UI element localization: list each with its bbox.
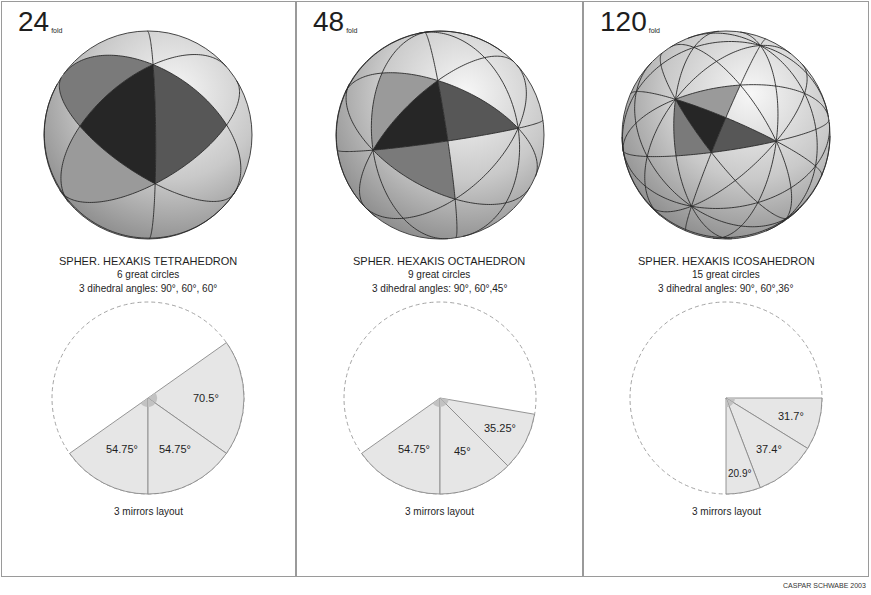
great-circle — [635, 62, 799, 227]
sector-fill — [148, 398, 226, 494]
panel: 24foldSPHER. HEXAKIS TETRAHEDRON 6 great … — [1, 1, 296, 577]
great-circle — [337, 120, 543, 152]
center-mark — [440, 398, 446, 407]
polyhedron-title: SPHER. HEXAKIS ICOSAHEDRON — [638, 256, 815, 267]
great-circle — [660, 53, 789, 219]
great-circle — [623, 85, 828, 152]
great-circle — [345, 73, 537, 177]
great-circle — [713, 32, 778, 238]
sphere — [622, 31, 830, 239]
great-circle — [371, 31, 448, 238]
sector-fill — [440, 398, 508, 494]
center-mark — [726, 398, 729, 407]
sector-shape — [52, 302, 244, 494]
angle-label: 45° — [453, 445, 472, 458]
fundamental-triangle — [373, 141, 455, 199]
great-circle — [336, 31, 502, 217]
angle-sector: 20.9° — [630, 302, 822, 494]
center-mark — [141, 398, 148, 407]
great-circle — [630, 92, 821, 176]
great-circle — [59, 77, 234, 201]
sector-fill — [70, 398, 148, 494]
great-circle — [645, 45, 791, 215]
fold-number: 48 — [313, 8, 344, 36]
great-circle — [64, 55, 241, 194]
great-circle — [60, 81, 240, 203]
circle-count: 9 great circles — [408, 270, 470, 280]
credit-label: CASPAR SCHWABE 2003 — [783, 582, 866, 589]
angle-label: 54.75° — [158, 443, 192, 456]
polyhedron-title: SPHER. HEXAKIS OCTAHEDRON — [353, 256, 525, 267]
great-circle — [688, 33, 817, 231]
great-circle — [622, 136, 830, 238]
great-circle — [419, 32, 520, 236]
dihedral-angles: 3 dihedral angles: 90°, 60°,36° — [658, 284, 793, 294]
sector-fill — [726, 398, 760, 494]
layout-caption: 3 mirrors layout — [405, 507, 474, 517]
fundamental-triangle — [153, 65, 227, 184]
layout-caption: 3 mirrors layout — [692, 507, 761, 517]
angle-label: 20.9° — [727, 468, 752, 480]
great-circle — [686, 39, 766, 231]
great-circles — [336, 31, 543, 239]
fundamental-triangle — [676, 99, 726, 152]
panel: 48foldSPHER. HEXAKIS OCTAHEDRON 9 great c… — [296, 1, 583, 577]
angle-label: 54.75° — [397, 443, 431, 456]
center-mark — [148, 398, 155, 407]
great-circle — [671, 44, 792, 222]
angle-label: 37.4° — [755, 443, 783, 456]
great-circle — [623, 120, 829, 157]
fundamental-triangle — [373, 81, 448, 151]
layout-circle — [344, 302, 536, 494]
fold-unit: fold — [346, 27, 357, 34]
fold-number: 120 — [600, 8, 647, 36]
sphere — [44, 31, 252, 239]
angle-label: 35.25° — [483, 422, 517, 435]
sphere — [336, 31, 544, 239]
great-circle — [61, 55, 226, 203]
center-mark — [433, 398, 440, 407]
angle-sector: 54.75° — [52, 302, 244, 494]
fold-unit: fold — [649, 27, 660, 34]
angle-label: 70.5° — [192, 392, 220, 405]
great-circle — [147, 31, 156, 239]
angle-sector: 45° — [344, 302, 536, 494]
fold-unit: fold — [51, 27, 62, 34]
fold-number: 24 — [18, 8, 49, 36]
dihedral-angles: 3 dihedral angles: 90°, 60°,45° — [372, 284, 507, 294]
center-mark — [726, 398, 734, 406]
great-circles — [622, 31, 830, 239]
polyhedron-title: SPHER. HEXAKIS TETRAHEDRON — [59, 256, 237, 267]
layout-circle — [630, 302, 822, 494]
great-circles — [44, 31, 241, 239]
dihedral-angles: 3 dihedral angles: 90°, 60°, 60° — [79, 284, 217, 294]
great-circle — [44, 84, 237, 238]
circle-count: 6 great circles — [117, 270, 179, 280]
sector-fill — [362, 398, 440, 494]
layout-caption: 3 mirrors layout — [114, 507, 183, 517]
sector-shape — [344, 302, 536, 494]
sector-shape — [630, 302, 822, 494]
fundamental-triangle — [80, 65, 156, 184]
angle-label: 54.75° — [105, 443, 139, 456]
panel: 120foldSPHER. HEXAKIS ICOSAHEDRON 15 grea… — [583, 1, 869, 577]
angle-label: 31.7° — [777, 410, 805, 423]
circle-count: 15 great circles — [692, 270, 760, 280]
layout-circle — [52, 302, 244, 494]
